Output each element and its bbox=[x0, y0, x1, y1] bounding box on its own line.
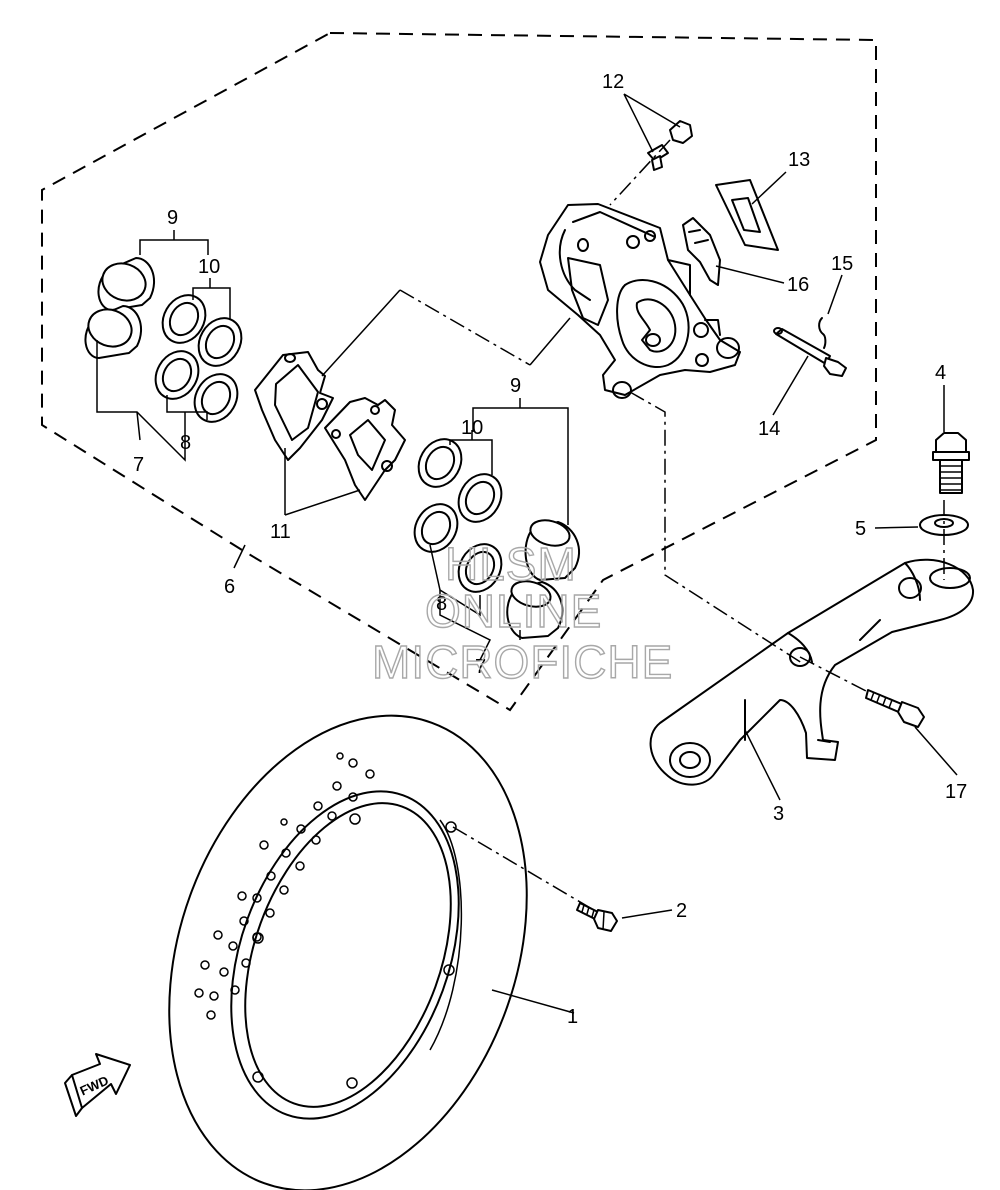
pad-spring bbox=[682, 217, 721, 286]
callout-3: 3 bbox=[773, 803, 784, 825]
seal-rings-right bbox=[413, 438, 503, 593]
bleed-screw bbox=[647, 144, 669, 171]
watermark: HLSM ONLINE MICROFICHE bbox=[371, 537, 673, 688]
disc-vent-holes bbox=[194, 752, 375, 1020]
callout-10-left: 10 bbox=[198, 256, 220, 278]
callout-14: 14 bbox=[758, 418, 780, 440]
callout-16: 16 bbox=[787, 274, 809, 296]
forward-direction-arrow-icon: FWD bbox=[64, 1053, 131, 1117]
pad-shim bbox=[715, 179, 779, 251]
caliper-bracket bbox=[649, 558, 975, 786]
brake-pad-right bbox=[324, 397, 406, 501]
callout-12: 12 bbox=[602, 71, 624, 93]
callout-8-right: 8 bbox=[436, 593, 447, 615]
disc-mount-holes bbox=[252, 813, 457, 1089]
pin-clip bbox=[818, 317, 827, 349]
piston-right-upper bbox=[524, 519, 580, 581]
brake-disc bbox=[168, 714, 528, 1190]
piston-right-lower bbox=[506, 580, 564, 639]
brake-pad-left bbox=[254, 351, 334, 461]
callout-1: 1 bbox=[567, 1006, 578, 1028]
leader-lines bbox=[96, 93, 958, 1014]
disc-bolt bbox=[576, 902, 618, 932]
caliper-assembly-boundary bbox=[41, 31, 877, 712]
piston-left-lower bbox=[84, 305, 142, 359]
callout-11: 11 bbox=[270, 521, 291, 543]
seal-rings-left bbox=[154, 294, 243, 423]
watermark-line-1: HLSM bbox=[445, 538, 577, 590]
callout-7-right: 7 bbox=[475, 656, 486, 678]
pad-pin bbox=[773, 327, 847, 377]
callout-13: 13 bbox=[788, 149, 810, 171]
callout-9-right: 9 bbox=[510, 375, 521, 397]
caliper-body bbox=[539, 203, 741, 399]
callout-9-left: 9 bbox=[167, 207, 178, 229]
callout-2: 2 bbox=[676, 900, 687, 922]
callout-labels: 1 2 3 4 5 6 7 7 8 8 9 9 10 10 11 12 13 1… bbox=[133, 71, 967, 1028]
bleed-cap bbox=[669, 120, 693, 144]
watermark-line-3: MICROFICHE bbox=[372, 636, 673, 688]
callout-5: 5 bbox=[855, 518, 866, 540]
assembly-center-lines bbox=[399, 139, 945, 910]
callout-6: 6 bbox=[224, 576, 235, 598]
watermark-line-2: ONLINE bbox=[425, 585, 602, 637]
bracket-mount-bolt bbox=[865, 689, 925, 728]
callout-8-left: 8 bbox=[180, 432, 191, 454]
bracket-bolt bbox=[932, 432, 970, 494]
callout-4: 4 bbox=[935, 362, 946, 384]
callout-17: 17 bbox=[945, 781, 967, 803]
callout-10-right: 10 bbox=[461, 417, 483, 439]
callout-15: 15 bbox=[831, 253, 853, 275]
callout-7-left: 7 bbox=[133, 454, 144, 476]
piston-left-upper bbox=[97, 257, 155, 311]
